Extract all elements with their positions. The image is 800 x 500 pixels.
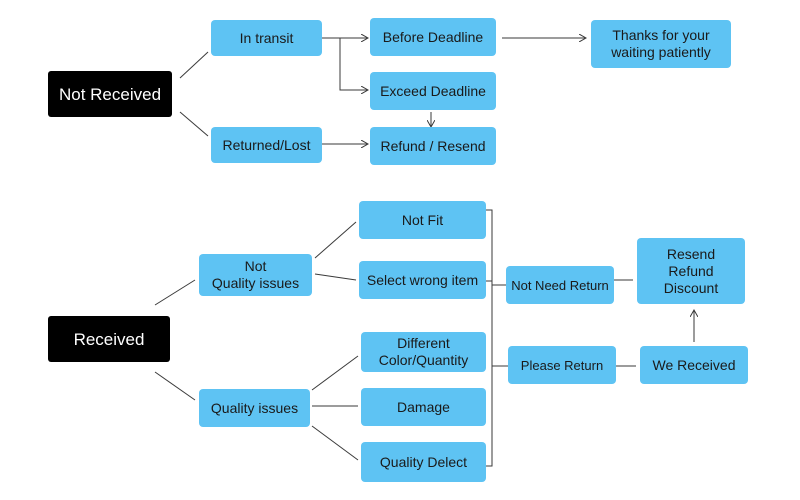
node-not-fit: Not Fit [359, 201, 486, 239]
node-quality-delect-label: Quality Delect [379, 453, 468, 470]
node-we-received: We Received [640, 346, 748, 384]
node-not-need-return: Not Need Return [506, 266, 614, 304]
node-received: Received [48, 316, 170, 362]
node-returned-lost-label: Returned/Lost [222, 136, 311, 153]
bracket-right-group [486, 209, 493, 467]
node-quality-issues-label: Quality issues [210, 399, 299, 416]
node-different-color-quantity: Different Color/Quantity [361, 332, 486, 372]
node-in-transit: In transit [211, 20, 322, 56]
node-quality-delect: Quality Delect [361, 442, 486, 482]
link-not-received-to-returned-lost [179, 111, 209, 137]
node-we-received-label: We Received [652, 356, 736, 373]
link-quality-to-quality-delect [311, 425, 359, 461]
node-select-wrong-item-label: Select wrong item [366, 271, 479, 288]
node-exceed-deadline-label: Exceed Deadline [380, 82, 486, 99]
node-not-quality-issues-label: Not Quality issues [211, 258, 300, 291]
node-resend-refund-discount: Resend Refund Discount [637, 238, 745, 304]
link-not-quality-to-select-wrong [314, 273, 357, 281]
node-resend-refund-discount-label: Resend Refund Discount [663, 245, 719, 296]
node-not-received: Not Received [48, 71, 172, 117]
node-exceed-deadline: Exceed Deadline [370, 72, 496, 110]
node-please-return-label: Please Return [520, 357, 604, 373]
node-different-color-quantity-label: Different Color/Quantity [378, 335, 469, 368]
node-before-deadline: Before Deadline [370, 18, 496, 56]
node-refund-resend-label: Refund / Resend [380, 137, 486, 154]
node-returned-lost: Returned/Lost [211, 127, 322, 163]
node-thanks: Thanks for your waiting patiently [591, 20, 731, 68]
node-damage-label: Damage [397, 398, 450, 415]
link-not-quality-to-not-fit [314, 221, 357, 259]
link-received-to-quality-issues [154, 371, 196, 401]
node-select-wrong-item: Select wrong item [359, 261, 486, 299]
link-quality-to-different [311, 355, 359, 391]
link-received-to-not-quality [154, 279, 196, 306]
node-before-deadline-label: Before Deadline [382, 28, 484, 45]
node-in-transit-label: In transit [239, 29, 294, 46]
node-not-fit-label: Not Fit [401, 211, 444, 228]
node-not-need-return-label: Not Need Return [511, 277, 609, 293]
node-please-return: Please Return [508, 346, 616, 384]
node-not-received-label: Not Received [58, 84, 162, 104]
node-thanks-label: Thanks for your waiting patiently [611, 27, 711, 60]
node-received-label: Received [73, 329, 145, 349]
node-damage: Damage [361, 388, 486, 426]
node-not-quality-issues: Not Quality issues [199, 254, 312, 296]
link-not-received-to-in-transit [179, 51, 209, 79]
node-refund-resend: Refund / Resend [370, 127, 496, 165]
arrow-in-transit-to-exceed-deadline [339, 38, 368, 90]
node-quality-issues: Quality issues [199, 389, 310, 427]
